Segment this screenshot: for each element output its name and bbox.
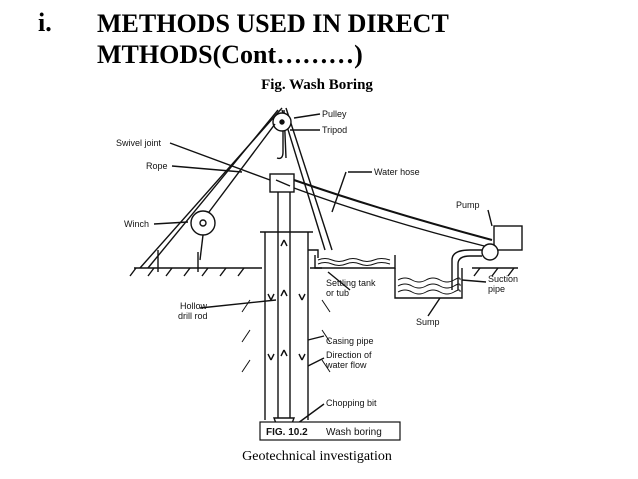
water-hose: [293, 179, 493, 241]
label-direction-1: Direction of: [326, 350, 372, 360]
label-water-hose: Water hose: [374, 167, 420, 177]
label-casing-pipe: Casing pipe: [326, 336, 374, 346]
tripod-leg-right: [285, 107, 333, 251]
label-settling-tank-2: or tub: [326, 288, 349, 298]
footer-text: Geotechnical investigation: [242, 449, 392, 464]
slide-title: METHODS USED IN DIRECT MTHODS(Cont………): [97, 8, 617, 70]
figure-caption: Fig. Wash Boring: [0, 77, 638, 94]
suction-pipe: [451, 249, 482, 290]
label-pump: Pump: [456, 200, 480, 210]
slide-footer: Geotechnical investigation: [0, 449, 638, 465]
label-rope: Rope: [146, 161, 168, 171]
label-chopping-bit: Chopping bit: [326, 398, 377, 408]
label-settling-tank-1: Settling tank: [326, 278, 376, 288]
label-hollow-2: drill rod: [178, 311, 208, 321]
label-pulley: Pulley: [322, 109, 347, 119]
fig-title: Wash boring: [326, 427, 382, 438]
label-swivel-joint: Swivel joint: [116, 138, 162, 148]
settling-tank: [314, 255, 396, 269]
label-sump: Sump: [416, 317, 440, 327]
casing-pipe: [264, 232, 309, 420]
label-suction-1: Suction: [488, 274, 518, 284]
bullet-number: i.: [38, 8, 52, 37]
hollow-drill-rod: [277, 192, 291, 418]
fig-number: FIG. 10.2: [266, 427, 308, 438]
label-direction-2: water flow: [325, 360, 367, 370]
label-suction-2: pipe: [488, 284, 505, 294]
title-line-1: METHODS USED IN DIRECT: [97, 9, 449, 38]
label-winch: Winch: [124, 219, 149, 229]
tripod-leg-left-inner: [147, 109, 279, 269]
sump-pit: [394, 268, 463, 299]
fig-label-box: [259, 421, 401, 441]
winch-drum: [190, 210, 216, 236]
title-line-2: MTHODS(Cont………): [97, 40, 363, 69]
label-tripod: Tripod: [322, 125, 347, 135]
pump-body: [493, 225, 523, 251]
hook: [276, 131, 284, 160]
figure-caption-text: Fig. Wash Boring: [261, 77, 373, 93]
tripod-leg-right-inner: [281, 109, 326, 251]
label-hollow-1: Hollow: [180, 301, 208, 311]
wash-boring-diagram: Pulley Tripod Swivel joint Rope Water ho…: [116, 107, 523, 441]
